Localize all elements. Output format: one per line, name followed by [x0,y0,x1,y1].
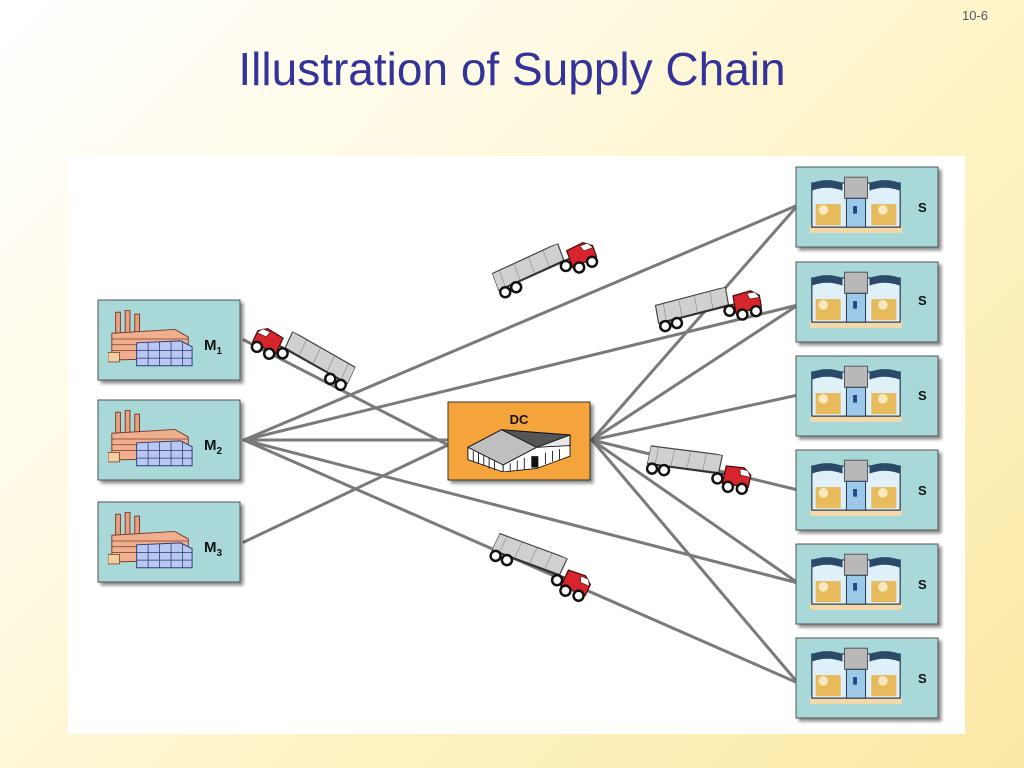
store-label: S [918,671,927,686]
diagram-canvas: M1 M2 M3 DC S S [97,166,939,719]
manufacturer-subscript: 2 [217,446,223,457]
storefront-icon [809,365,903,423]
manufacturer-label: M [204,337,217,354]
supply-chain-diagram: M1 M2 M3 DC S S [68,156,965,734]
manufacturer-node: M1 [97,299,241,381]
svg-text:M3: M3 [204,539,223,559]
distribution-center-label: DC [510,412,529,427]
slide-number: 10-6 [961,8,988,23]
connector-m2-s1 [242,203,800,442]
store-node: S [795,355,939,437]
store-node: S [795,166,939,248]
manufacturer-subscript: 3 [217,548,223,559]
connector-dc-s1 [590,203,800,442]
connector-m3-dc [242,443,450,544]
storefront-icon [809,271,903,329]
store-node: S [795,637,939,719]
truck-icon [247,316,358,395]
storefront-icon [809,553,903,611]
storefront-icon [809,647,903,705]
manufacturer-subscript: 1 [217,346,223,357]
store-label: S [918,577,927,592]
store-label: S [918,293,927,308]
manufacturer-label: M [204,437,217,454]
store-node: S [795,261,939,343]
svg-text:M1: M1 [204,337,223,357]
svg-text:M2: M2 [204,437,223,457]
slide-title: Illustration of Supply Chain [238,43,786,95]
storefront-icon [809,459,903,517]
truck-icon [485,528,598,605]
connector-m2-s2 [242,303,800,442]
truck-icon [490,231,601,303]
connector-dc-s5 [590,438,800,585]
distribution-center-node: DC [447,401,591,481]
connector-m2-s5 [242,438,800,585]
store-label: S [918,200,927,215]
storefront-icon [809,176,903,234]
store-label: S [918,388,927,403]
manufacturer-label: M [204,539,217,556]
connector-dc-s3 [590,393,800,442]
store-label: S [918,483,927,498]
store-node: S [795,543,939,625]
connector-dc-s6 [590,438,800,685]
manufacturer-node: M3 [97,501,241,583]
store-node: S [795,449,939,531]
manufacturer-node: M2 [97,399,241,481]
connector-dc-s2 [590,303,800,442]
